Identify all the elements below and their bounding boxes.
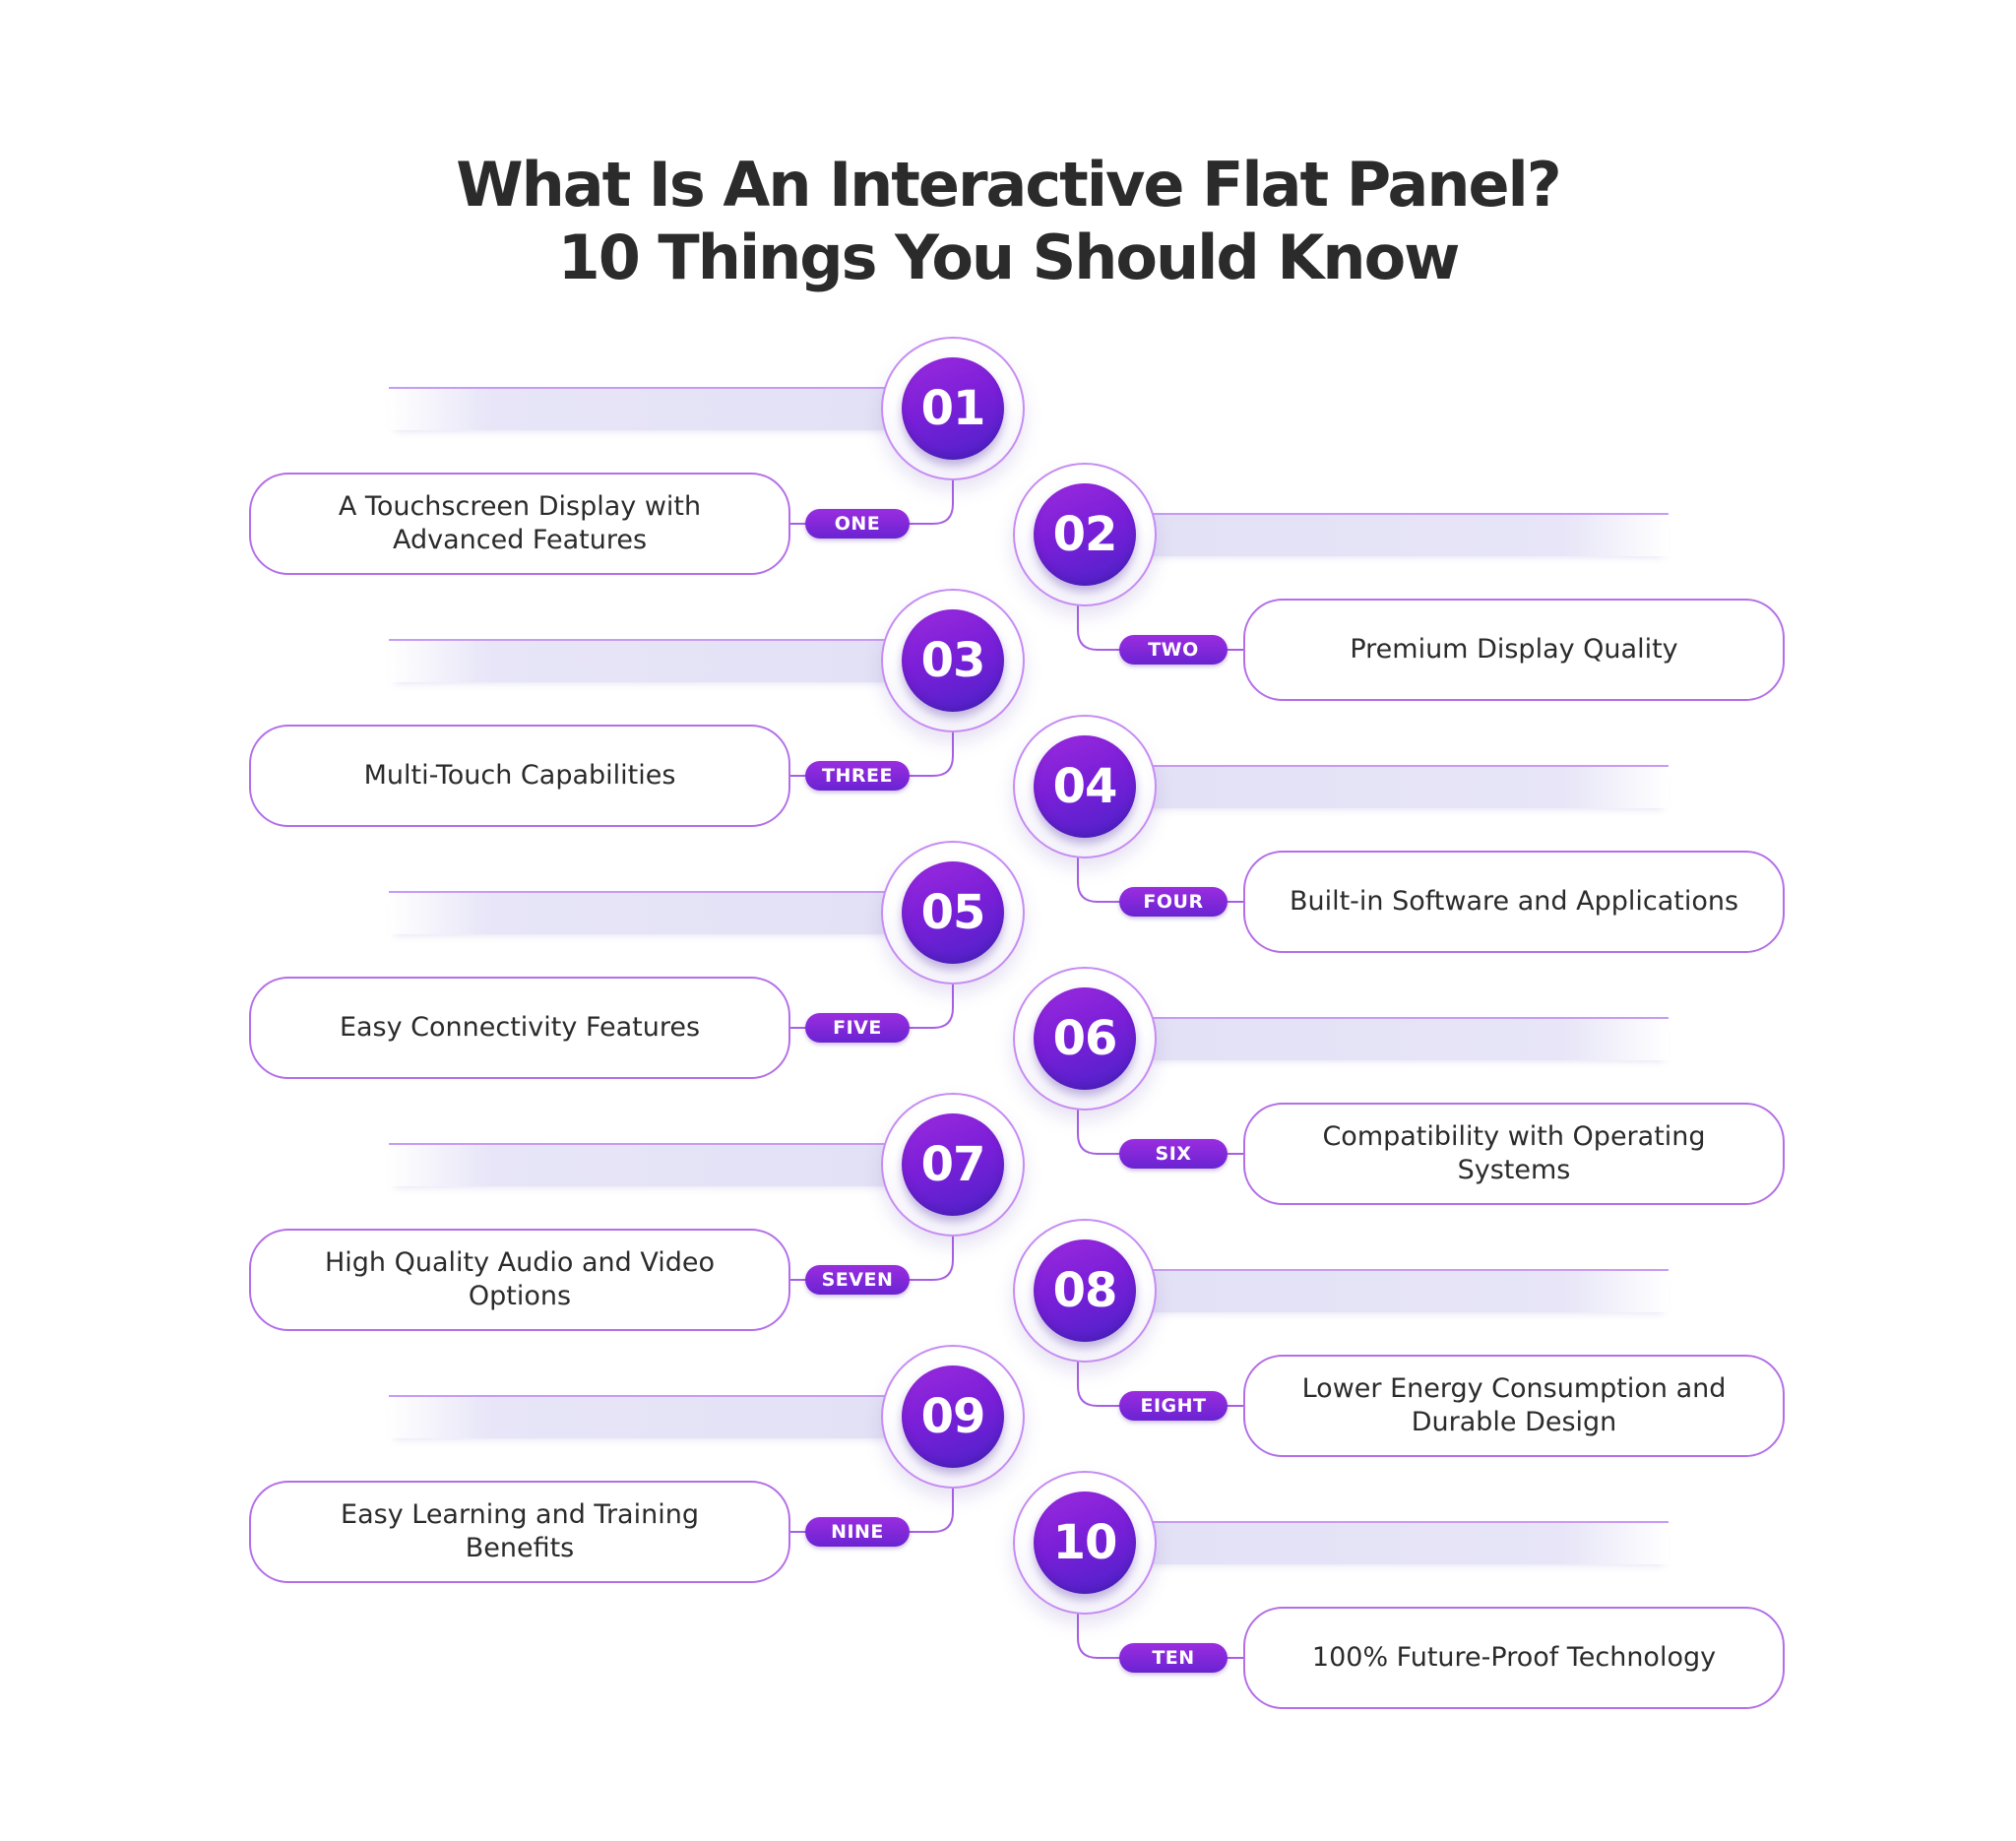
item-word-label: TEN <box>1119 1643 1228 1673</box>
item-text-box: 100% Future-Proof Technology <box>1243 1607 1785 1709</box>
item-bar <box>389 1395 953 1438</box>
item-text-box: Built-in Software and Applications <box>1243 851 1785 953</box>
item-word-label: ONE <box>805 509 910 539</box>
item-text: Easy Connectivity Features <box>339 1012 701 1043</box>
item-text-box: High Quality Audio and Video Options <box>249 1229 790 1331</box>
title-line-2: 10 Things You Should Know <box>557 222 1461 293</box>
item-number-8: 08 <box>1034 1239 1136 1342</box>
item-text-box: A Touchscreen Display with Advanced Feat… <box>249 473 790 575</box>
item-bar <box>389 387 953 430</box>
item-text: A Touchscreen Display with Advanced Feat… <box>338 491 702 555</box>
item-text: Built-in Software and Applications <box>1289 886 1739 917</box>
item-text: High Quality Audio and Video Options <box>324 1247 716 1311</box>
item-text-box: Multi-Touch Capabilities <box>249 725 790 827</box>
item-bar <box>1085 1269 1669 1312</box>
item-word-label: THREE <box>805 761 910 791</box>
item-number-1: 01 <box>902 357 1004 460</box>
item-text-box: Premium Display Quality <box>1243 599 1785 701</box>
item-text-box: Easy Learning and Training Benefits <box>249 1481 790 1583</box>
item-bar <box>389 639 953 682</box>
item-text: Lower Energy Consumption and Durable Des… <box>1301 1373 1727 1437</box>
item-word-label: EIGHT <box>1119 1391 1228 1421</box>
item-word-label: FIVE <box>805 1013 910 1043</box>
item-text-box: Compatibility with Operating Systems <box>1243 1103 1785 1205</box>
item-number-4: 04 <box>1034 735 1136 838</box>
item-text: Premium Display Quality <box>1350 634 1678 665</box>
title-line-1: What Is An Interactive Flat Panel? <box>456 149 1562 221</box>
item-word-label: TWO <box>1119 635 1228 665</box>
item-word-label: SEVEN <box>805 1265 910 1295</box>
item-bar <box>1085 1521 1669 1564</box>
item-text-box: Easy Connectivity Features <box>249 977 790 1079</box>
item-number-5: 05 <box>902 861 1004 964</box>
item-text: Compatibility with Operating Systems <box>1322 1121 1706 1185</box>
item-number-7: 07 <box>902 1113 1004 1216</box>
item-text: Multi-Touch Capabilities <box>363 760 676 791</box>
item-number-3: 03 <box>902 609 1004 712</box>
item-text: 100% Future-Proof Technology <box>1311 1642 1717 1673</box>
item-word-label: FOUR <box>1119 887 1228 917</box>
item-text-box: Lower Energy Consumption and Durable Des… <box>1243 1355 1785 1457</box>
item-bar <box>1085 765 1669 808</box>
item-bar <box>1085 1017 1669 1060</box>
item-text: Easy Learning and Training Benefits <box>341 1499 699 1563</box>
item-number-10: 10 <box>1034 1492 1136 1594</box>
item-word-label: SIX <box>1119 1139 1228 1169</box>
item-word-label: NINE <box>805 1517 910 1547</box>
item-number-6: 06 <box>1034 987 1136 1090</box>
item-number-2: 02 <box>1034 483 1136 586</box>
item-bar <box>1085 513 1669 556</box>
item-number-9: 09 <box>902 1365 1004 1468</box>
item-bar <box>389 1143 953 1186</box>
item-bar <box>389 891 953 934</box>
